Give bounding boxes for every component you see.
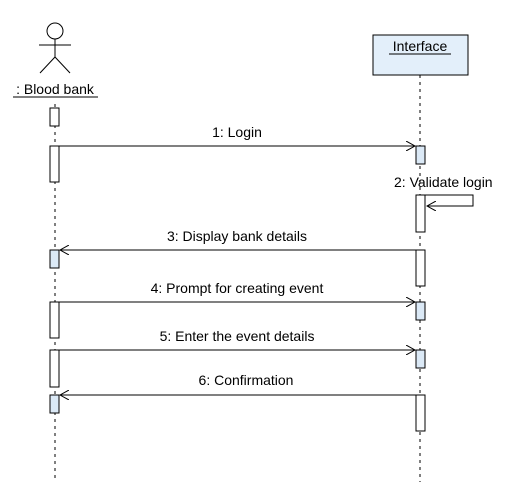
message-label: 4: Prompt for creating event bbox=[151, 280, 324, 296]
activation-bar bbox=[49, 249, 60, 269]
message-2[interactable]: 2: Validate login bbox=[394, 174, 493, 206]
stick-figure-icon bbox=[39, 22, 71, 74]
message-6[interactable]: 6: Confirmation bbox=[60, 372, 416, 395]
message-4[interactable]: 4: Prompt for creating event bbox=[59, 280, 415, 302]
message-3[interactable]: 3: Display bank details bbox=[60, 228, 416, 250]
activation-bar bbox=[49, 349, 60, 388]
activation-bar bbox=[415, 145, 426, 165]
message-label: 6: Confirmation bbox=[199, 372, 294, 388]
activation-bar bbox=[415, 349, 426, 369]
message-label: 2: Validate login bbox=[394, 174, 493, 190]
message-arrow bbox=[425, 194, 474, 206]
activation-bar bbox=[49, 107, 60, 127]
activation-bar bbox=[415, 249, 426, 287]
activation-bar bbox=[49, 394, 60, 414]
participant-label: Interface bbox=[393, 38, 448, 54]
participant-interface[interactable]: Interface bbox=[372, 34, 469, 76]
message-label: 3: Display bank details bbox=[167, 228, 307, 244]
actor-label: : Blood bank bbox=[16, 81, 95, 97]
activation-bar bbox=[49, 301, 60, 339]
message-1[interactable]: 1: Login bbox=[59, 124, 415, 146]
message-5[interactable]: 5: Enter the event details bbox=[59, 328, 415, 350]
activation-bar bbox=[49, 145, 60, 183]
activation-bar bbox=[415, 301, 426, 321]
message-label: 5: Enter the event details bbox=[160, 328, 315, 344]
actor-blood-bank[interactable]: : Blood bank bbox=[13, 22, 98, 98]
activation-bar bbox=[415, 194, 426, 233]
activation-bar bbox=[415, 394, 426, 432]
participant-box bbox=[372, 34, 469, 76]
message-label: 1: Login bbox=[212, 124, 262, 140]
